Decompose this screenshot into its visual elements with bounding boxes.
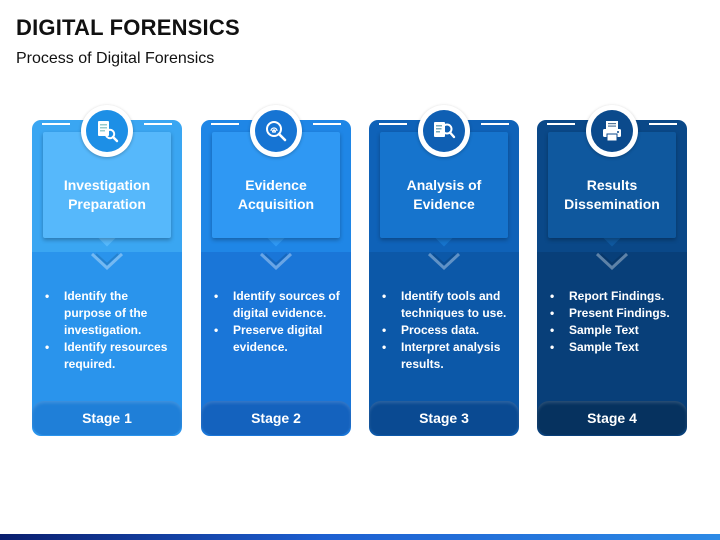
bullet-item: Interpret analysis results.: [377, 339, 515, 373]
stage-title-line: Preparation: [68, 196, 146, 212]
chevron-down-icon: [595, 252, 629, 271]
page-subtitle: Process of Digital Forensics: [16, 50, 215, 67]
top-divider: [313, 123, 341, 125]
page-title: DIGITAL FORENSICS: [16, 15, 240, 40]
stage-title-line: Dissemination: [564, 196, 660, 212]
icon-badge: [250, 105, 302, 157]
bottom-accent-bar: [0, 534, 720, 540]
bullet-list: Identify sources of digital evidence.Pre…: [209, 288, 347, 356]
bullet-item: Identify sources of digital evidence.: [209, 288, 347, 322]
bullet-list: Identify the purpose of the investigatio…: [40, 288, 178, 373]
icon-badge: [81, 105, 133, 157]
top-divider: [42, 123, 70, 125]
top-divider: [211, 123, 239, 125]
stage-title-line: Investigation: [63, 177, 151, 193]
bullet-item: Present Findings.: [545, 305, 683, 322]
icon-badge: [586, 105, 638, 157]
stage-label: Stage 3: [369, 401, 519, 435]
stage-card: Investigation Preparation Identify the p…: [32, 105, 182, 436]
card-panel: Evidence Acquisition Identify sources of…: [201, 120, 351, 436]
bullet-item: Process data.: [377, 322, 515, 339]
stage-title-line: Results: [586, 177, 638, 193]
chevron-down-icon: [427, 252, 461, 271]
chevron-down-icon: [90, 252, 124, 271]
top-divider: [649, 123, 677, 125]
fingerprint-magnifier-icon: [255, 110, 297, 152]
stage-card: Evidence Acquisition Identify sources of…: [201, 105, 351, 436]
stage-title-line: Evidence: [245, 177, 307, 193]
bullet-item: Sample Text: [545, 339, 683, 356]
stage-title: Analysis of Evidence: [380, 176, 508, 214]
bullet-list: Identify tools and techniques to use.Pro…: [377, 288, 515, 373]
bullet-item: Report Findings.: [545, 288, 683, 305]
analysis-magnifier-icon: [423, 110, 465, 152]
top-divider: [379, 123, 407, 125]
stage-title: Results Dissemination: [548, 176, 676, 214]
stage-title-line: Analysis of: [406, 177, 482, 193]
stage-label: Stage 1: [32, 401, 182, 435]
top-divider: [547, 123, 575, 125]
stage-title-line: Acquisition: [237, 196, 315, 212]
bullet-item: Preserve digital evidence.: [209, 322, 347, 356]
bullet-list: Report Findings.Present Findings.Sample …: [545, 288, 683, 356]
bullet-item: Identify tools and techniques to use.: [377, 288, 515, 322]
stage-label: Stage 2: [201, 401, 351, 435]
card-panel: Investigation Preparation Identify the p…: [32, 120, 182, 436]
stage-title: Evidence Acquisition: [212, 176, 340, 214]
stage-card: Results Dissemination Report Findings.Pr…: [537, 105, 687, 436]
top-divider: [481, 123, 509, 125]
bullet-item: Identify the purpose of the investigatio…: [40, 288, 178, 339]
bullet-item: Identify resources required.: [40, 339, 178, 373]
report-printer-icon: [591, 110, 633, 152]
stage-label: Stage 4: [537, 401, 687, 435]
stage-card: Analysis of Evidence Identify tools and …: [369, 105, 519, 436]
card-panel: Analysis of Evidence Identify tools and …: [369, 120, 519, 436]
stage-title: Investigation Preparation: [43, 176, 171, 214]
bullet-item: Sample Text: [545, 322, 683, 339]
top-divider: [144, 123, 172, 125]
document-search-icon: [86, 110, 128, 152]
card-panel: Results Dissemination Report Findings.Pr…: [537, 120, 687, 436]
chevron-down-icon: [259, 252, 293, 271]
icon-badge: [418, 105, 470, 157]
stage-title-line: Evidence: [413, 196, 475, 212]
